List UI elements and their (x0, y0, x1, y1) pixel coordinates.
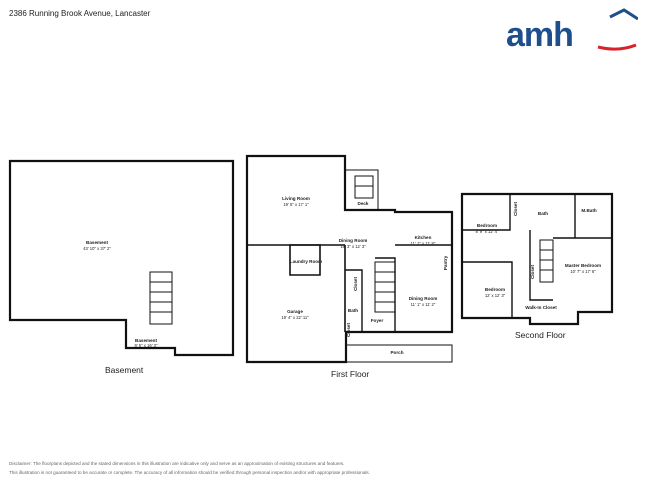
room-name: Closet (346, 323, 351, 338)
house-roof-icon (597, 8, 638, 51)
property-address: 2386 Running Brook Avenue, Lancaster (9, 9, 151, 18)
room-name: Garage (287, 309, 303, 314)
room-dims: 19' 5" x 17' 1" (283, 202, 309, 207)
room-name: Bedroom (477, 223, 497, 228)
room-name: Bedroom (485, 287, 505, 292)
porch-outline (346, 344, 453, 363)
room-name: Kitchen (415, 235, 432, 240)
logo-text: amh (506, 16, 574, 54)
second-floor-stairs (539, 239, 554, 283)
room-name: Dining Room (409, 296, 438, 301)
room-name: Master Bedroom (565, 263, 601, 268)
room-name: Closet (530, 265, 535, 280)
room-name: Basement (135, 338, 157, 343)
room-name: Closet (513, 202, 518, 217)
room-dims: 19' 4" x 22' 11" (281, 315, 309, 320)
room-name: Living Room (282, 196, 310, 201)
floor-caption-first: First Floor (331, 369, 370, 379)
basement-stairs (149, 271, 173, 325)
room-name: Bath (348, 308, 358, 313)
amh-logo: amh (506, 8, 638, 54)
room-dims: 11' 1" x 11' 2" (411, 302, 436, 307)
second-floor-outline (460, 192, 614, 326)
room-name: Deck (358, 201, 369, 206)
room-name: Laundry Room (290, 259, 322, 264)
first-floor-outline (245, 154, 454, 364)
deck-outline (345, 169, 379, 210)
room-name: M.Bath (581, 208, 597, 213)
room-dims: 43' 10" x 37' 2" (83, 246, 111, 251)
floor-caption-second: Second Floor (515, 330, 566, 340)
room-name: Basement (86, 240, 108, 245)
floor-caption-basement: Basement (105, 365, 144, 375)
disclaimer-line-1: Disclaimer: The floorplans depicted and … (9, 461, 345, 466)
room-dims: 12' x 12' 3" (485, 293, 506, 298)
room-dims: 8' 9" x 12' 4" (476, 229, 499, 234)
room-name: Closet (353, 277, 358, 292)
room-dims: 11' 1" x 11' 8" (411, 241, 436, 246)
room-name: Pantry (443, 255, 448, 270)
basement-outline (8, 159, 235, 357)
room-name: Bath (538, 211, 548, 216)
room-name: Porch (390, 350, 403, 355)
room-name: Foyer (371, 318, 384, 323)
first-floor-stairs (374, 261, 396, 313)
room-name: Dining Room (339, 238, 368, 243)
deck-stairs (354, 175, 374, 199)
disclaimer-line-2: This illustration is not guaranteed to b… (9, 470, 370, 475)
room-dims: 9' 5" x 16' 3" (135, 343, 158, 348)
room-dims: 16' 3" x 12' 3" (340, 244, 366, 249)
room-name: Walk-In Closet (525, 305, 557, 310)
room-dims: 10' 7" x 17' 6" (570, 269, 596, 274)
